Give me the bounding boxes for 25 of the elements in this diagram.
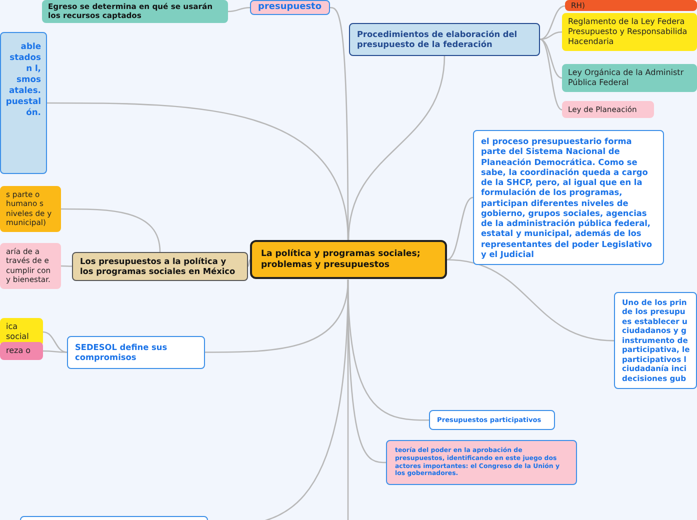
topic-box: Reglamento de la Ley Federa Presupuesto y Responsabilida Hacendaria	[562, 13, 697, 51]
connector-line	[347, 279, 349, 520]
topic-box: presupuesto	[250, 0, 330, 16]
connector-line	[47, 102, 349, 240]
topic-box: el proceso presupuestario forma parte del Sistema Nacional de Planeación Democrática. Como se sabe, la coordinación queda a cargo de la SHCP, pero, al igual que en la formulación de los programas, participan diferentes niveles de gobierno, grupos sociales, agencias de la administración pública federal, estatal y municipal, además de los representantes del poder Legislativo y el Judicial	[473, 130, 664, 265]
connector-line	[540, 5, 566, 40]
connector-line	[61, 208, 161, 252]
connector-line	[540, 38, 562, 110]
connector-line	[446, 196, 474, 260]
connector-line	[348, 55, 446, 240]
topic-box: Los presupuestos a la política y los programas sociales en México	[72, 252, 248, 280]
topic-box: Ley Orgánica de la Administr Pública Federal	[562, 64, 697, 92]
topic-box: La política y programas sociales; problemas y presupuestos	[250, 240, 447, 280]
connector-line	[446, 259, 614, 342]
topic-box: SEDESOL define sus compromisos	[67, 336, 205, 368]
connector-line	[42, 331, 68, 353]
connector-line	[43, 350, 67, 353]
topic-box: reza o	[0, 342, 43, 360]
connector-line	[540, 38, 562, 79]
topic-box: Procedimientos de elaboración del presupuesto de la federación	[349, 23, 540, 56]
topic-box: able stados n l, smos atales. puestal ón.	[0, 32, 47, 174]
connector-line	[540, 31, 562, 40]
connector-line	[247, 259, 251, 267]
connector-line	[61, 265, 72, 267]
connector-line	[228, 6, 250, 12]
